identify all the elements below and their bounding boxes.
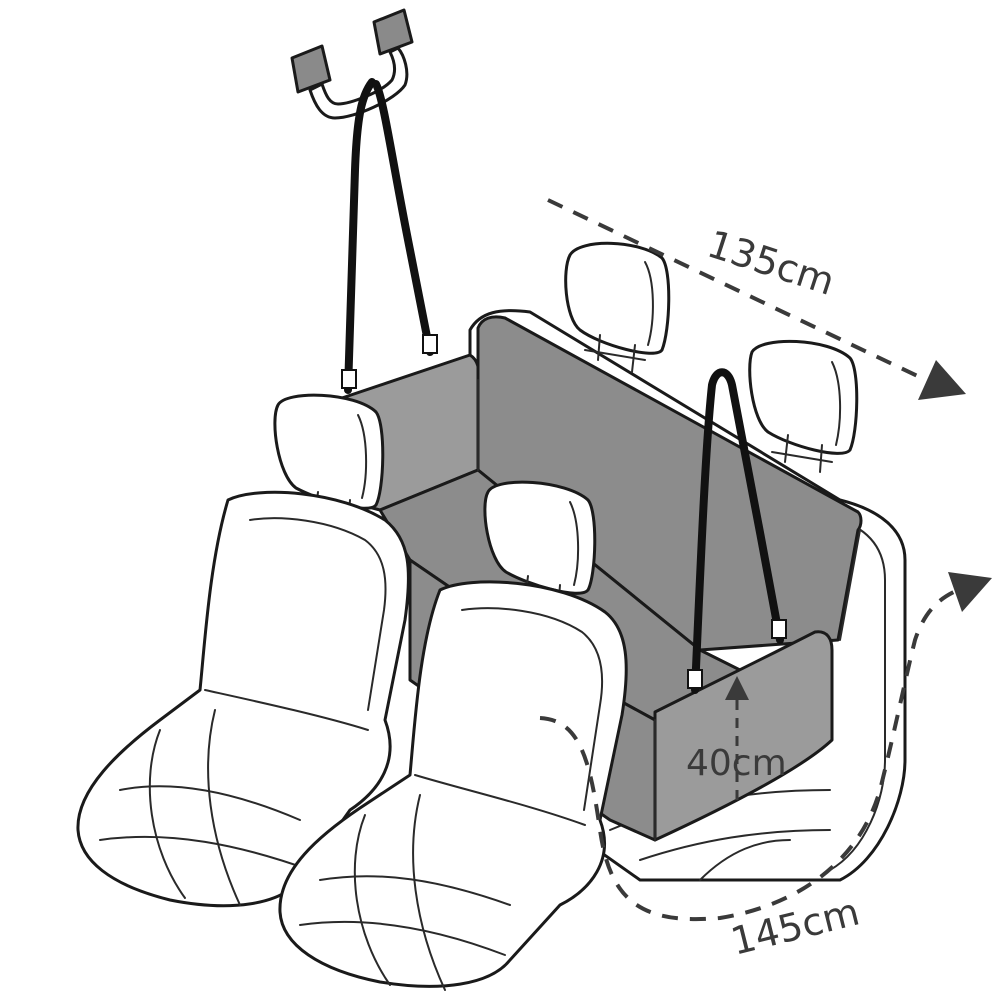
strap-buckle-left xyxy=(341,369,357,389)
dimension-line-top xyxy=(547,198,931,384)
arrowhead-top xyxy=(918,360,966,400)
strap-buckle-right-front xyxy=(687,669,703,689)
strap-left-a xyxy=(344,78,376,394)
arrowhead-height xyxy=(725,676,749,700)
label-width-top: 135cm xyxy=(702,222,840,304)
hook-plate-right xyxy=(372,8,414,56)
hanging-straps xyxy=(341,78,787,694)
strap-left-b xyxy=(372,80,434,356)
front-seat-right xyxy=(278,580,628,991)
label-width-bottom: 145cm xyxy=(727,889,864,963)
arrowhead-bottom xyxy=(948,572,992,612)
strap-buckle-right xyxy=(422,334,438,354)
strap-buckle-right-back xyxy=(771,619,787,639)
hook-plate-left xyxy=(290,44,332,94)
rear-headrest-right xyxy=(748,339,859,473)
strap-right-a xyxy=(691,368,784,694)
rear-headrest-center xyxy=(564,241,671,373)
dimension-40: 40cm xyxy=(686,676,787,800)
wall-hooks xyxy=(290,8,414,120)
cover-side-flap-right xyxy=(653,630,834,842)
front-seat-left xyxy=(76,490,410,908)
label-height: 40cm xyxy=(686,743,787,784)
dimension-line-bottom xyxy=(539,588,959,922)
